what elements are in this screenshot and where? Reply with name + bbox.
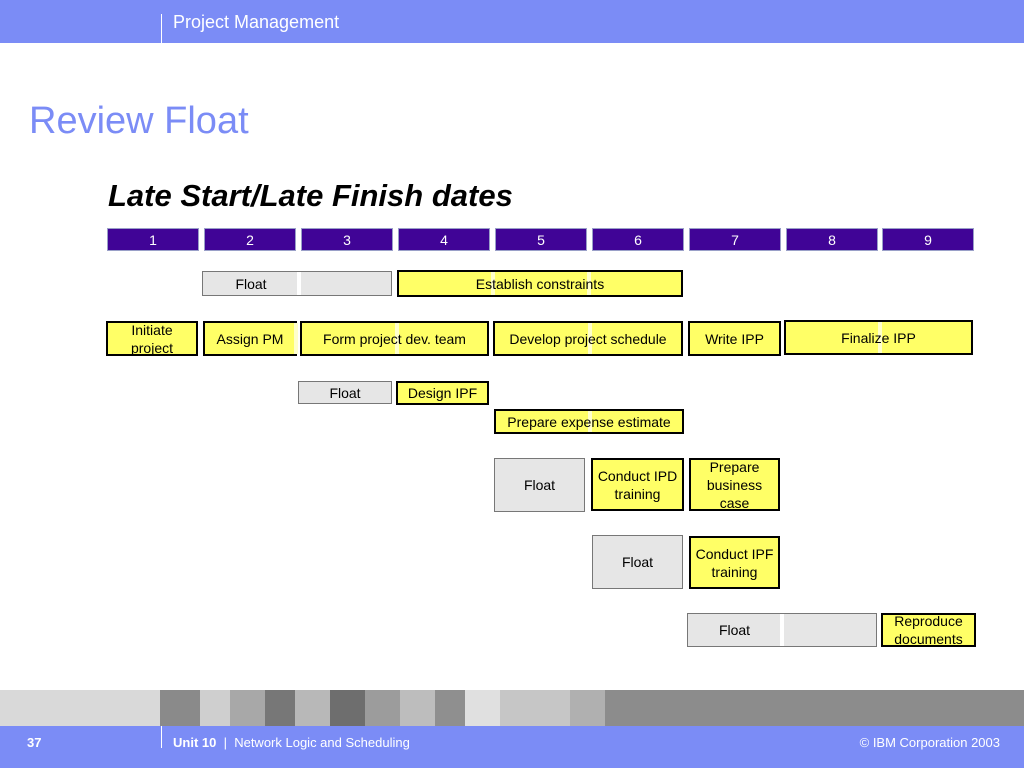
float-label: Float xyxy=(718,622,751,638)
slide-subtitle: Late Start/Late Finish dates xyxy=(108,178,513,213)
week-divider xyxy=(395,323,399,354)
week-divider xyxy=(588,323,592,354)
week-4: 4 xyxy=(398,228,490,251)
footer-photo-strip xyxy=(0,690,1024,726)
task-label: Reproduce documents xyxy=(894,613,963,647)
float-bar-ipd: Float xyxy=(494,458,585,512)
float-label: Float xyxy=(621,554,654,570)
float-bar-establish: Float xyxy=(202,271,392,296)
task-label: Assign PM xyxy=(216,330,284,347)
task-initiate-project: Initiate project xyxy=(106,321,198,356)
task-finalize-ipp: Finalize IPP xyxy=(784,320,973,355)
week-divider xyxy=(878,322,882,353)
page-number: 37 xyxy=(27,735,42,750)
week-divider xyxy=(297,272,301,295)
task-label: Prepare business case xyxy=(706,458,763,511)
footer-photo-tile xyxy=(330,690,365,726)
week-8: 8 xyxy=(786,228,878,251)
task-label: Write IPP xyxy=(705,330,764,347)
task-label: Conduct IPD training xyxy=(597,467,678,502)
task-label: Prepare expense estimate xyxy=(507,413,671,430)
footer-photo-tile xyxy=(400,690,435,726)
float-label: Float xyxy=(235,275,267,292)
week-3: 3 xyxy=(301,228,393,251)
footer-separator: | xyxy=(223,735,227,750)
week-divider xyxy=(780,614,784,646)
task-prepare-business: Prepare business case xyxy=(689,458,780,511)
week-divider xyxy=(588,411,592,432)
float-bar-ipf: Float xyxy=(592,535,683,589)
task-label: Develop project schedule xyxy=(509,330,667,347)
footer-photo-tile xyxy=(295,690,330,726)
week-7: 7 xyxy=(689,228,781,251)
task-write-ipp: Write IPP xyxy=(688,321,781,356)
week-2: 2 xyxy=(204,228,296,251)
task-establish-constraints: Establish constraints xyxy=(397,270,683,297)
footer-photo-tile xyxy=(605,690,1024,726)
footer-photo-tile xyxy=(230,690,265,726)
task-label: Design IPF xyxy=(407,385,478,401)
week-1: 1 xyxy=(107,228,199,251)
week-6: 6 xyxy=(592,228,684,251)
week-divider xyxy=(587,272,591,295)
header-divider xyxy=(161,14,162,43)
header-title: Project Management xyxy=(173,12,340,32)
footer-photo-tile xyxy=(435,690,465,726)
task-prepare-expense: Prepare expense estimate xyxy=(494,409,684,434)
task-design-ipf: Design IPF xyxy=(396,381,489,405)
unit-title: Network Logic and Scheduling xyxy=(234,735,410,750)
task-reproduce-documents: Reproduce documents xyxy=(881,613,976,647)
float-bar-design: Float xyxy=(298,381,392,404)
copyright: © IBM Corporation 2003 xyxy=(859,735,1000,750)
footer-photo-tile xyxy=(465,690,500,726)
task-conduct-ipd: Conduct IPD training xyxy=(591,458,684,511)
footer-photo-tile xyxy=(160,690,200,726)
footer-photo-tile xyxy=(265,690,295,726)
float-label: Float xyxy=(329,384,361,401)
task-conduct-ipf: Conduct IPF training xyxy=(689,536,780,589)
slide-title: Review Float xyxy=(29,100,249,142)
task-assign-pm: Assign PM xyxy=(203,321,298,356)
task-form-team: Form project dev. team xyxy=(300,321,489,356)
unit-label: Unit 10 xyxy=(173,735,217,750)
footer-photo-tile xyxy=(200,690,230,726)
week-divider xyxy=(491,272,495,295)
task-label: Finalize IPP xyxy=(841,329,916,346)
footer-divider xyxy=(161,726,162,748)
task-label: Establish constraints xyxy=(475,275,605,292)
footer-unit: Unit 10 | Network Logic and Scheduling xyxy=(173,735,410,750)
week-9: 9 xyxy=(882,228,974,251)
task-develop-schedule: Develop project schedule xyxy=(493,321,683,356)
task-label: Initiate project xyxy=(130,321,174,356)
week-5: 5 xyxy=(495,228,587,251)
float-label: Float xyxy=(523,477,556,493)
footer-bar xyxy=(0,726,1024,768)
task-label: Conduct IPF training xyxy=(695,545,774,580)
week-divider xyxy=(294,323,298,354)
footer-photo-tile xyxy=(500,690,570,726)
float-bar-repro: Float xyxy=(687,613,877,647)
footer-photo-tile xyxy=(365,690,400,726)
footer-photo-tile xyxy=(570,690,605,726)
task-label: Form project dev. team xyxy=(323,330,466,347)
header-bar xyxy=(0,0,1024,43)
